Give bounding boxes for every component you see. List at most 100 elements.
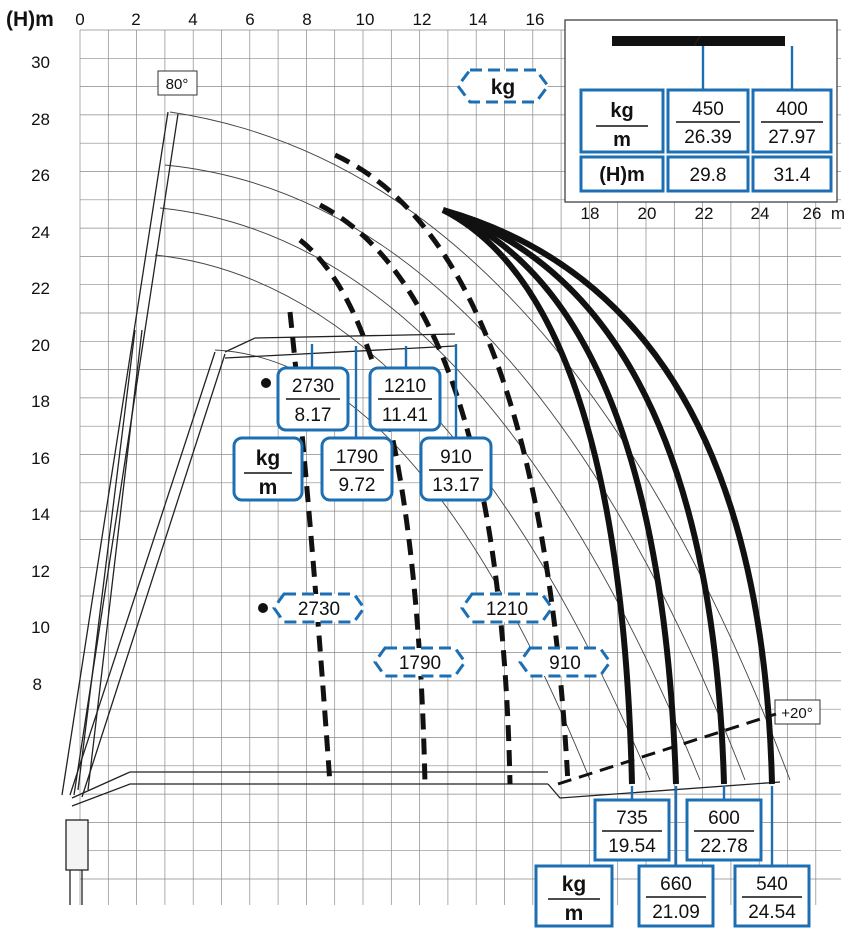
- box-540: [733, 864, 811, 928]
- box-1790: [320, 436, 394, 502]
- x-tick: 16: [526, 10, 545, 29]
- y-tick: 8: [33, 675, 42, 694]
- crane-base: [65, 819, 89, 871]
- y-tick: 14: [31, 505, 50, 524]
- ext-2-h-box: [751, 155, 833, 193]
- tag-2730-shape: [272, 592, 366, 624]
- y-tick: 10: [31, 618, 50, 637]
- y-tick: 26: [31, 166, 50, 185]
- y-tick: 22: [31, 279, 50, 298]
- curve-660: [441, 207, 679, 785]
- x-tick: 4: [188, 10, 197, 29]
- ext-2-h: 31.4: [774, 165, 811, 186]
- tag-910: 910: [549, 653, 581, 674]
- tag-1790: 1790: [399, 653, 441, 674]
- box-600: [685, 798, 763, 862]
- x-tick: 26: [803, 204, 822, 223]
- box-600-kg: 600: [708, 808, 740, 829]
- angle-20-box: [774, 699, 821, 725]
- reach-arc: [164, 164, 746, 781]
- ext-1-kg: 450: [692, 99, 724, 120]
- legend-kg-m-box: [579, 88, 665, 154]
- kg-tag-label: kg: [491, 76, 516, 99]
- x-tick: 6: [245, 10, 254, 29]
- capacity-boxes-lower: 735 19.54 600 22.78 kg m 660 21.09 540 2…: [534, 798, 811, 928]
- box-910-m: 13.17: [432, 475, 480, 496]
- angle-20-line: [557, 712, 777, 786]
- angle-20-label: +20°: [781, 705, 812, 722]
- kg-tag-shape: [456, 68, 550, 104]
- tag-1210-shape: [460, 592, 554, 624]
- ext-1-h: 29.8: [690, 165, 727, 186]
- tag-1210: 1210: [486, 599, 528, 620]
- box-660-kg: 660: [660, 874, 692, 895]
- x-tick: 24: [751, 204, 770, 223]
- boom-inclined-tip: [224, 333, 456, 359]
- box-600-m: 22.78: [700, 836, 748, 857]
- kg-dashed-tag: kg: [456, 68, 550, 104]
- legend-m: m: [613, 129, 631, 151]
- box-660: [637, 864, 715, 928]
- y-tick: 30: [31, 53, 50, 72]
- legend-h: (H)m: [599, 164, 645, 186]
- x-tick: 12: [413, 10, 432, 29]
- angle-labels: 80° +20°: [157, 70, 821, 786]
- box-735: [593, 798, 671, 862]
- bullet-dot: [261, 378, 271, 388]
- boom-horizontal: [71, 771, 548, 807]
- box-m-label: m: [565, 902, 584, 925]
- curve-1210: [318, 202, 513, 785]
- box-660-m: 21.09: [652, 902, 700, 923]
- ext-1-m: 26.39: [684, 127, 732, 148]
- tag-2730: 2730: [298, 599, 340, 620]
- box-2730-kg: 2730: [292, 376, 334, 397]
- angle-80-box: [157, 70, 198, 96]
- x-tick: 8: [302, 10, 311, 29]
- crane-drawing: [61, 111, 781, 905]
- x-tick: 14: [469, 10, 488, 29]
- y-tick: 16: [31, 449, 50, 468]
- box-2730-m: 8.17: [295, 405, 332, 426]
- curve-910: [333, 152, 571, 785]
- x-tick: 0: [75, 10, 84, 29]
- tag-910-shape: [518, 646, 612, 678]
- x-tick: 22: [695, 204, 714, 223]
- y-tick: 12: [31, 562, 50, 581]
- x-axis: 0 2 4 6 8 10 12 14 16 18 20 22 24 26 m: [75, 10, 845, 223]
- box-1790-kg: 1790: [336, 447, 378, 468]
- dashed-tags: 2730 1790 1210 910: [258, 592, 612, 678]
- tag-1790-shape: [373, 646, 467, 678]
- boom-inclined: [69, 351, 226, 798]
- y-axis: (H)m 8 10 12 14 16 18 20 22 24 26 28 30: [6, 8, 54, 694]
- solid-curves: [441, 207, 775, 785]
- bullet-dot: [258, 603, 268, 613]
- y-tick: 28: [31, 110, 50, 129]
- ext-2-m: 27.97: [768, 127, 816, 148]
- box-kg-label: kg: [562, 873, 587, 896]
- box-m-label: m: [259, 476, 278, 499]
- curve-2730: [287, 311, 333, 785]
- box-kg-m-upper: [232, 436, 304, 502]
- box-735-m: 19.54: [608, 836, 656, 857]
- capacity-boxes-upper: 2730 8.17 1210 11.41 kg m 1790 9.72 910 …: [232, 366, 493, 502]
- box-735-kg: 735: [616, 808, 648, 829]
- y-tick: 18: [31, 392, 50, 411]
- ext-1-h-box: [666, 155, 750, 193]
- extension-2-icon: [694, 36, 785, 46]
- box-1790-m: 9.72: [339, 475, 376, 496]
- angle-80-label: 80°: [166, 76, 189, 93]
- y-axis-label: (H)m: [6, 8, 54, 31]
- box-kg-m-lower: [534, 864, 614, 928]
- boom-horizontal-tip: [547, 781, 781, 799]
- ext-2-kg: 400: [776, 99, 808, 120]
- legend-leaders: [701, 46, 794, 90]
- curve-540: [442, 207, 775, 785]
- box-1210-kg: 1210: [384, 376, 426, 397]
- box-540-m: 24.54: [748, 902, 796, 923]
- box-910-kg: 910: [440, 447, 472, 468]
- legend-kg: kg: [610, 100, 633, 122]
- x-tick: 10: [356, 10, 375, 29]
- ext-2-box: [751, 88, 833, 154]
- x-tick: 20: [638, 204, 657, 223]
